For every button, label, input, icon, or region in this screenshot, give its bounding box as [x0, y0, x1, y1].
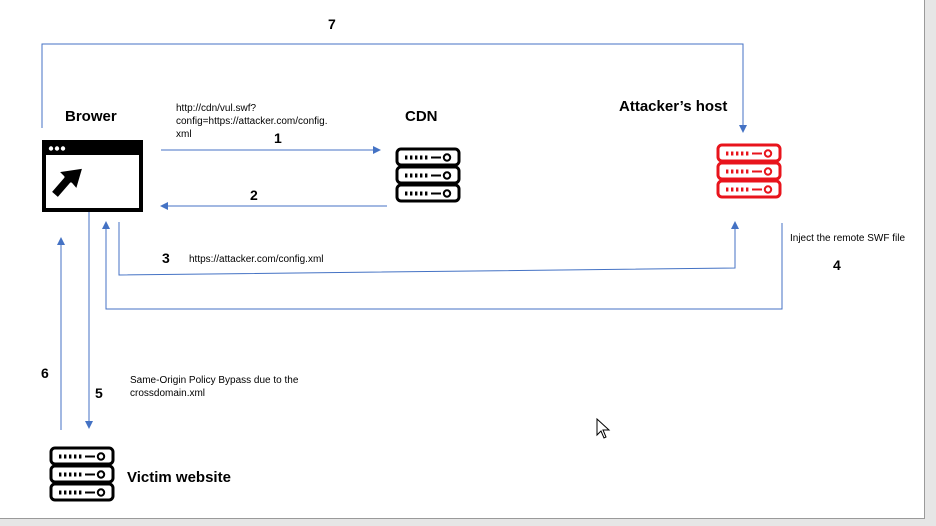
victim-server-icon	[49, 446, 115, 502]
arrow-step-7	[41, 43, 747, 133]
arrow-step-4	[102, 221, 783, 310]
victim-title: Victim website	[127, 469, 231, 486]
inject-note: Inject the remote SWF file	[790, 233, 906, 244]
step-4-label: 4	[833, 257, 841, 273]
attacker-title: Attacker’s host	[619, 98, 728, 115]
request-url-note: http://cdn/vul.swf? config=https://attac…	[176, 102, 327, 141]
request-url-line-3: xml	[176, 129, 192, 140]
attacker-server-icon	[716, 143, 782, 199]
request-url-line-1: http://cdn/vul.swf?	[176, 103, 257, 114]
frame-border-bottom	[0, 518, 925, 519]
browser-window-cursor-icon	[42, 140, 143, 212]
step-6-label: 6	[41, 365, 49, 381]
bypass-line-1: Same-Origin Policy Bypass due to the	[130, 375, 299, 386]
browser-title: Brower	[65, 108, 117, 125]
cdn-title: CDN	[405, 108, 438, 125]
frame-border-right	[924, 0, 925, 518]
mouse-pointer-icon	[48, 165, 86, 201]
cursor-arrow-icon	[596, 417, 611, 439]
bypass-line-2: crossdomain.xml	[130, 388, 206, 399]
step-5-label: 5	[95, 385, 103, 401]
request-url-line-2: config=https://attacker.com/config.	[176, 116, 328, 127]
canvas-margin-right	[925, 0, 936, 526]
step-7-label: 7	[328, 16, 336, 32]
step-1-label: 1	[274, 130, 282, 146]
arrow-step-3	[118, 221, 739, 276]
cdn-server-icon	[395, 147, 461, 203]
step-3-label: 3	[162, 250, 170, 266]
canvas-margin-bottom	[0, 519, 936, 526]
bypass-note: Same-Origin Policy Bypass due to the cro…	[130, 374, 298, 400]
config-url-note: https://attacker.com/config.xml	[189, 254, 324, 265]
step-2-label: 2	[250, 187, 258, 203]
